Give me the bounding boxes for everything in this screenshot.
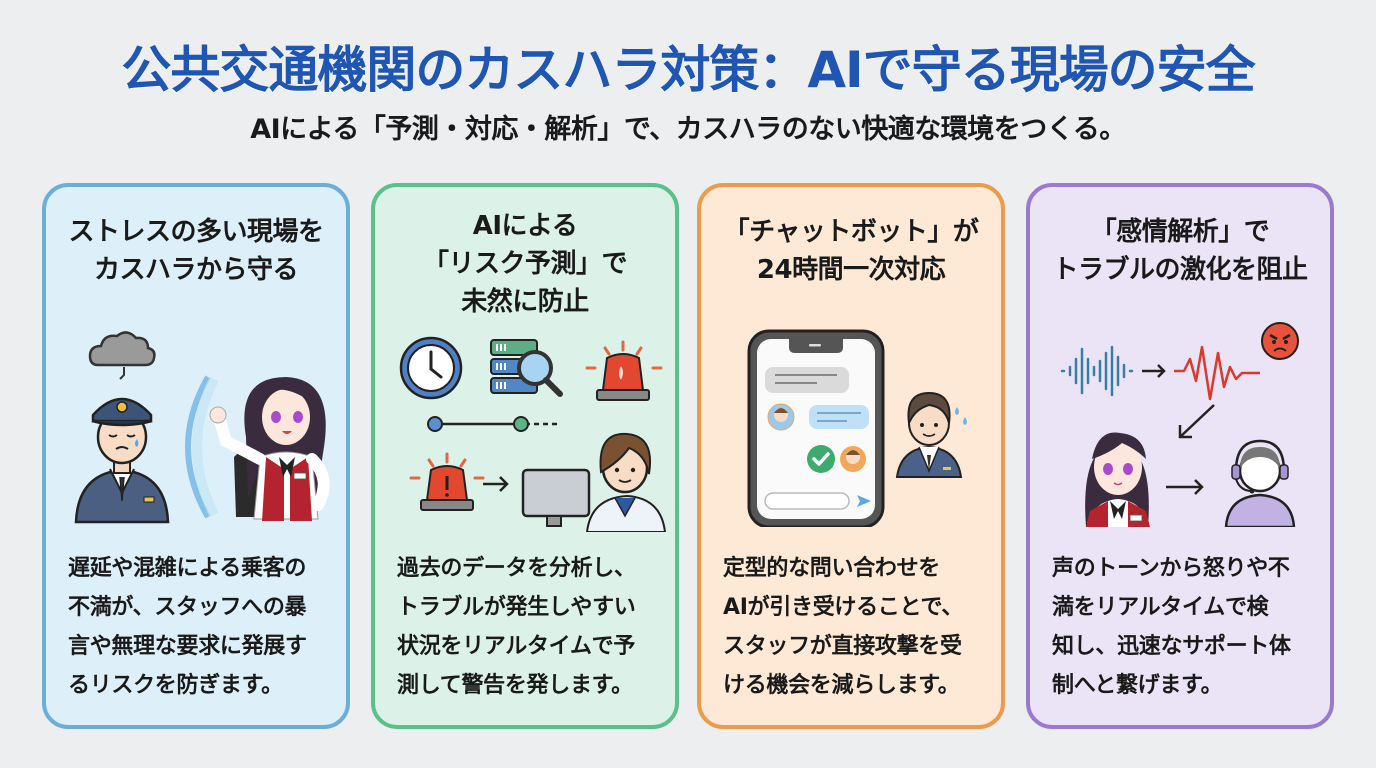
card-description: 遅延や混雑による乗客の 不満が、スタッフへの暴 言や無理な要求に発展す るリスク… [68, 549, 338, 705]
stressed-staff-illustration [74, 331, 330, 524]
relieved-staff [895, 391, 967, 478]
arrow-right-icon [1166, 479, 1204, 495]
risk-prediction-illustration [399, 336, 667, 532]
page-title: 公共交通機関のカスハラ対策：AIで守る現場の安全 [121, 41, 1255, 99]
card-protect-workplace: ストレスの多い現場を カスハラから守る [42, 183, 350, 729]
body-line: 定型的な問い合わせを [723, 556, 941, 581]
card-heading: 「チャットボット」が 24時間一次対応 [701, 213, 1001, 289]
heading-line: 未然に防止 [461, 287, 589, 317]
body-line: 遅延や混雑による乗客の [68, 556, 307, 581]
heading-line: AIによる [472, 211, 578, 241]
angry-face-icon [1261, 322, 1299, 360]
body-line: 満をリアルタイムで検 [1052, 595, 1269, 620]
heading-line: ストレスの多い現場を [68, 217, 324, 247]
soundwave-icon [1060, 345, 1134, 397]
siren-icon [409, 452, 485, 511]
heading-line: 「感情解析」で [1090, 217, 1270, 247]
database-search-icon [490, 339, 563, 397]
card-description: 定型的な問い合わせを AIが引き受けることで、 スタッフが直接攻撃を受 ける機会… [723, 549, 993, 705]
heading-line: 24時間一次対応 [756, 255, 946, 285]
arrow-right-icon [483, 476, 509, 492]
heading-line: トラブルの激化を阻止 [1052, 255, 1308, 285]
body-line: スタッフが直接攻撃を受 [723, 634, 962, 659]
body-line: 声のトーンから怒りや不 [1052, 556, 1290, 581]
heading-line: カスハラから守る [93, 255, 299, 285]
card-emotion-analysis: 「感情解析」で トラブルの激化を阻止 [1026, 183, 1334, 729]
send-icon [857, 495, 871, 507]
staff-woman [1085, 432, 1150, 527]
staff-woman-fist [209, 377, 330, 521]
body-line: 過去のデータを分析し、 [397, 556, 636, 581]
heading-line: 「チャットボット」が [723, 217, 979, 247]
card-description: 声のトーンから怒りや不 満をリアルタイムで検 知し、迅速なサポート体 制へと繋げ… [1052, 549, 1322, 705]
emotion-analysis-illustration [1060, 322, 1299, 527]
body-line: るリスクを防ぎます。 [68, 673, 283, 698]
body-line: 知し、迅速なサポート体 [1052, 634, 1291, 659]
cloud-icon [88, 331, 156, 380]
card-description: 過去のデータを分析し、 トラブルが発生しやすい 状況をリアルタイムで予 測して警… [397, 549, 667, 705]
stressed-conductor [74, 397, 170, 524]
arrow-right-icon [1142, 364, 1166, 378]
card-heading: 「感情解析」で トラブルの激化を阻止 [1030, 213, 1330, 289]
angry-waveform-icon [1174, 345, 1260, 401]
shield-barrier [185, 375, 211, 519]
heading-line: 「リスク予測」で [422, 249, 628, 279]
body-line: 測して警告を発します。 [397, 673, 633, 698]
chatbot-illustration [747, 329, 967, 527]
body-line: 不満が、スタッフへの暴 [68, 595, 307, 620]
arrow-down-left-icon [1178, 404, 1215, 439]
smartphone-chat [747, 329, 885, 527]
card-heading: ストレスの多い現場を カスハラから守る [46, 213, 346, 289]
card-heading: AIによる 「リスク予測」で 未然に防止 [375, 207, 675, 321]
body-line: ける機会を減らします。 [723, 673, 960, 698]
card-risk-prediction: AIによる 「リスク予測」で 未然に防止 [371, 183, 679, 729]
operator-at-computer [521, 432, 667, 532]
body-line: 状況をリアルタイムで予 [397, 634, 636, 659]
timeline [427, 416, 557, 432]
clock-icon [399, 336, 463, 400]
body-line: AIが引き受けることで、 [723, 595, 964, 620]
card-chatbot: 「チャットボット」が 24時間一次対応 [697, 183, 1005, 729]
body-line: 言や無理な要求に発展す [68, 634, 307, 659]
page-subtitle: AIによる「予測・対応・解析」で、カスハラのない快適な環境をつくる。 [250, 114, 1126, 145]
siren-icon [585, 340, 663, 401]
body-line: トラブルが発生しやすい [397, 595, 636, 620]
body-line: 制へと繋げます。 [1052, 673, 1223, 698]
headset-support-icon [1224, 439, 1296, 527]
